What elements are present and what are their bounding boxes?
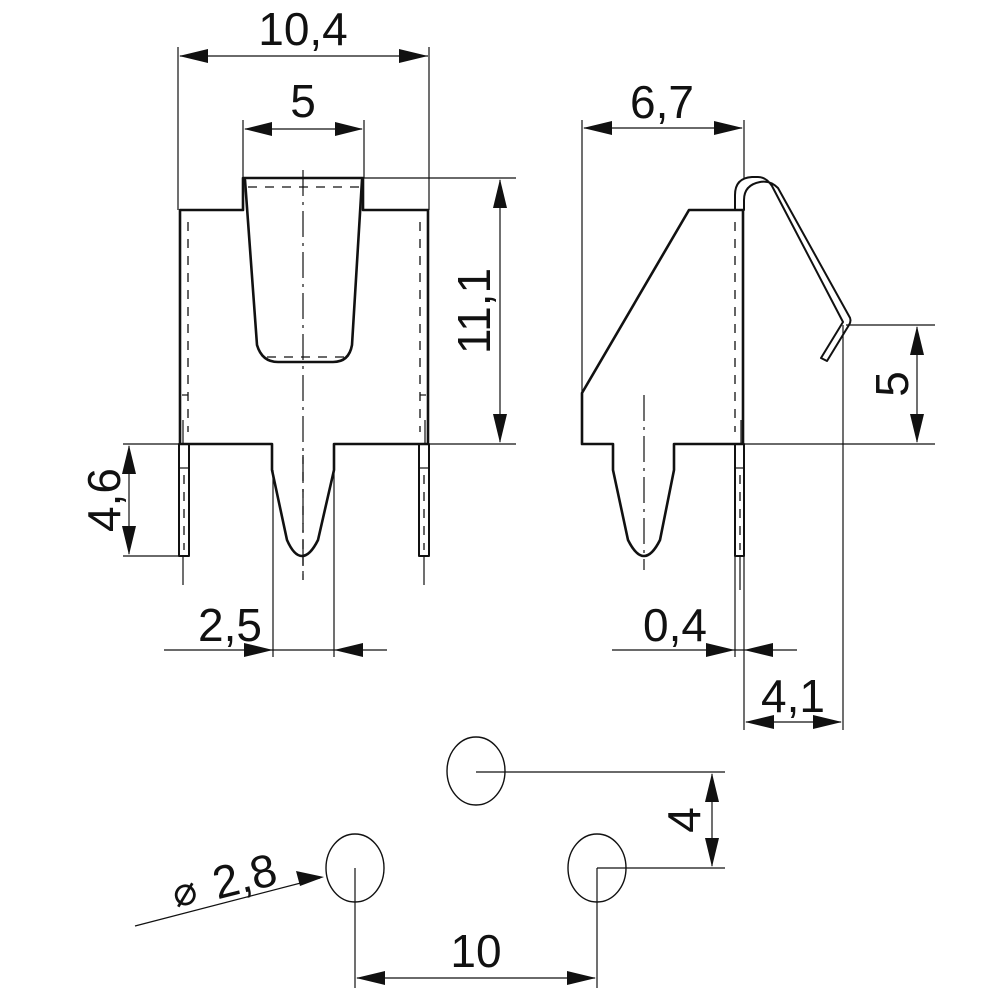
dim-depth: 6,7 [630, 76, 694, 128]
dim-pitch-vertical: 4 [658, 807, 710, 833]
front-slot [243, 178, 364, 364]
front-body-outline [178, 176, 430, 558]
diameter-symbol: ⌀ [167, 868, 201, 917]
side-view: 6,7 5 0,4 4,1 [580, 76, 935, 730]
dim-hole-diameter: 2,8 [207, 843, 282, 909]
dim-thickness: 0,4 [643, 599, 707, 651]
hole-top [446, 736, 506, 806]
dim-spring-offset: 4,1 [761, 670, 825, 722]
dim-center-pin-width: 2,5 [198, 599, 262, 651]
dim-overall-width: 10,4 [258, 3, 348, 55]
dim-pitch-horizontal: 10 [450, 925, 501, 977]
dim-height: 11,1 [448, 268, 500, 354]
side-spring-clip [734, 176, 852, 362]
dim-spring-height: 5 [866, 371, 918, 397]
footprint-view: 4 10 ⌀ 2,8 [134, 736, 725, 988]
dim-pin-length: 4,6 [78, 468, 130, 532]
front-left-pin [178, 443, 190, 557]
front-view: 10,4 5 11,1 4,6 2,5 [78, 3, 516, 657]
dim-slot-width: 5 [290, 75, 316, 127]
side-body-outline [580, 208, 745, 558]
